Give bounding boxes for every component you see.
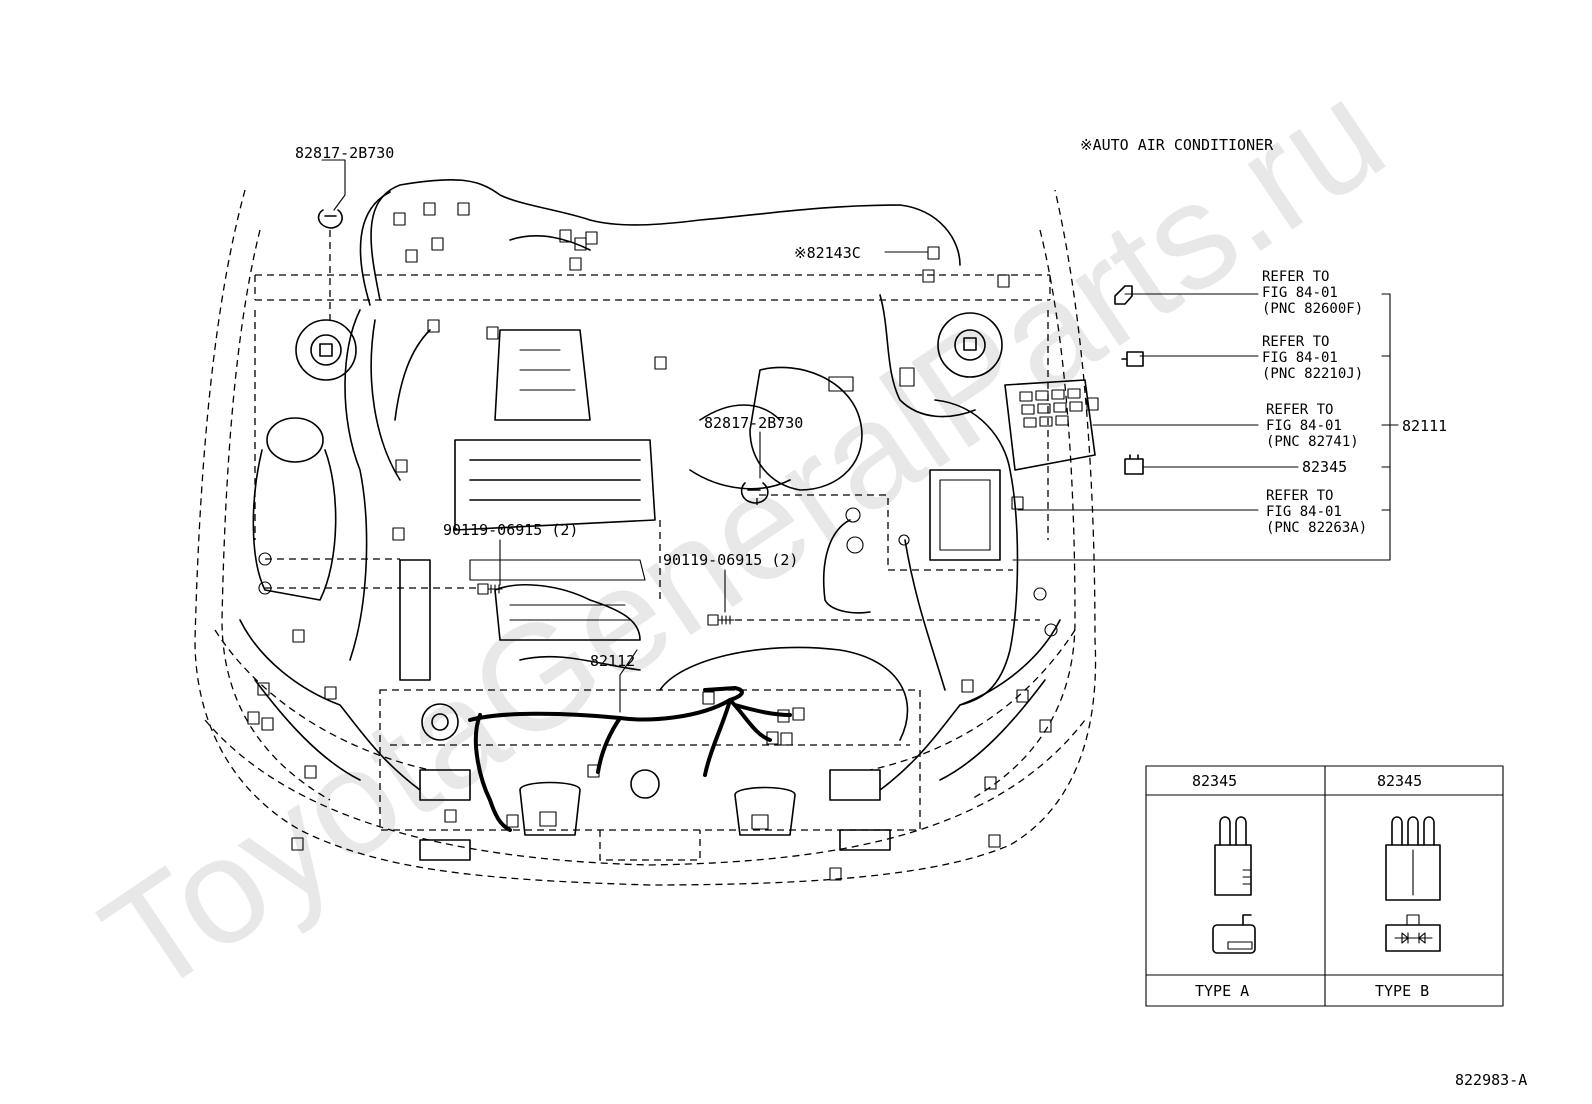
type-b-footer: TYPE B bbox=[1375, 982, 1429, 1000]
leader-lines bbox=[265, 230, 1040, 621]
part-label-bolt-right: 90119-06915 (2) bbox=[663, 551, 798, 569]
svg-text:REFER TO: REFER TO bbox=[1266, 402, 1333, 418]
svg-text:REFER TO: REFER TO bbox=[1262, 334, 1329, 350]
part-label-group-82111: 82111 bbox=[1402, 417, 1447, 435]
part-label-bolt-left: 90119-06915 (2) bbox=[443, 521, 578, 539]
relay-type-a-icon bbox=[1212, 816, 1256, 954]
connector-part-icon bbox=[1114, 285, 1144, 475]
refer-block-3: REFER TO FIG 84-01 (PNC 82741) bbox=[1266, 402, 1359, 450]
svg-text:REFER TO: REFER TO bbox=[1262, 269, 1329, 285]
svg-text:REFER TO: REFER TO bbox=[1266, 488, 1333, 504]
svg-text:(PNC 82600F): (PNC 82600F) bbox=[1262, 301, 1363, 317]
part-label-bracket-ac: ※82143C bbox=[794, 244, 861, 262]
refer-block-4: REFER TO FIG 84-01 (PNC 82263A) bbox=[1266, 488, 1367, 536]
part-label-relay-82345: 82345 bbox=[1302, 458, 1347, 476]
clip-icon bbox=[317, 209, 769, 504]
svg-text:(PNC 82210J): (PNC 82210J) bbox=[1262, 366, 1363, 382]
svg-text:(PNC 82263A): (PNC 82263A) bbox=[1266, 520, 1367, 536]
part-label-clip-mid: 82817-2B730 bbox=[704, 414, 803, 432]
figure-id: 822983-A bbox=[1455, 1071, 1527, 1089]
type-b-header: 82345 bbox=[1377, 772, 1422, 790]
svg-text:(PNC 82741): (PNC 82741) bbox=[1266, 434, 1359, 450]
svg-text:FIG 84-01: FIG 84-01 bbox=[1266, 418, 1342, 434]
vehicle-body-outline bbox=[194, 189, 1097, 886]
relay-type-b-icon bbox=[1385, 816, 1441, 952]
callout-lines bbox=[321, 159, 1399, 713]
refer-block-2: REFER TO FIG 84-01 (PNC 82210J) bbox=[1262, 334, 1363, 382]
refer-block-1: REFER TO FIG 84-01 (PNC 82600F) bbox=[1262, 269, 1363, 317]
svg-text:FIG 84-01: FIG 84-01 bbox=[1262, 285, 1338, 301]
part-label-clip-top: 82817-2B730 bbox=[295, 144, 394, 162]
type-a-footer: TYPE A bbox=[1195, 982, 1249, 1000]
auto-air-conditioner-note: ※AUTO AIR CONDITIONER bbox=[1080, 136, 1274, 154]
watermark: ToyotaGeneralParts.ru bbox=[74, 48, 1412, 1026]
type-a-header: 82345 bbox=[1192, 772, 1237, 790]
relay-type-table: 82345 82345 TYPE A TYPE B bbox=[1145, 765, 1504, 1007]
engine-assembly bbox=[252, 312, 1096, 861]
wiring-harness bbox=[239, 179, 1061, 832]
svg-text:FIG 84-01: FIG 84-01 bbox=[1262, 350, 1338, 366]
svg-text:FIG 84-01: FIG 84-01 bbox=[1266, 504, 1342, 520]
part-label-harness-82112: 82112 bbox=[590, 652, 635, 670]
connectors bbox=[247, 202, 1099, 881]
fuse-grid bbox=[1019, 388, 1083, 428]
bolt-icon bbox=[477, 583, 735, 626]
